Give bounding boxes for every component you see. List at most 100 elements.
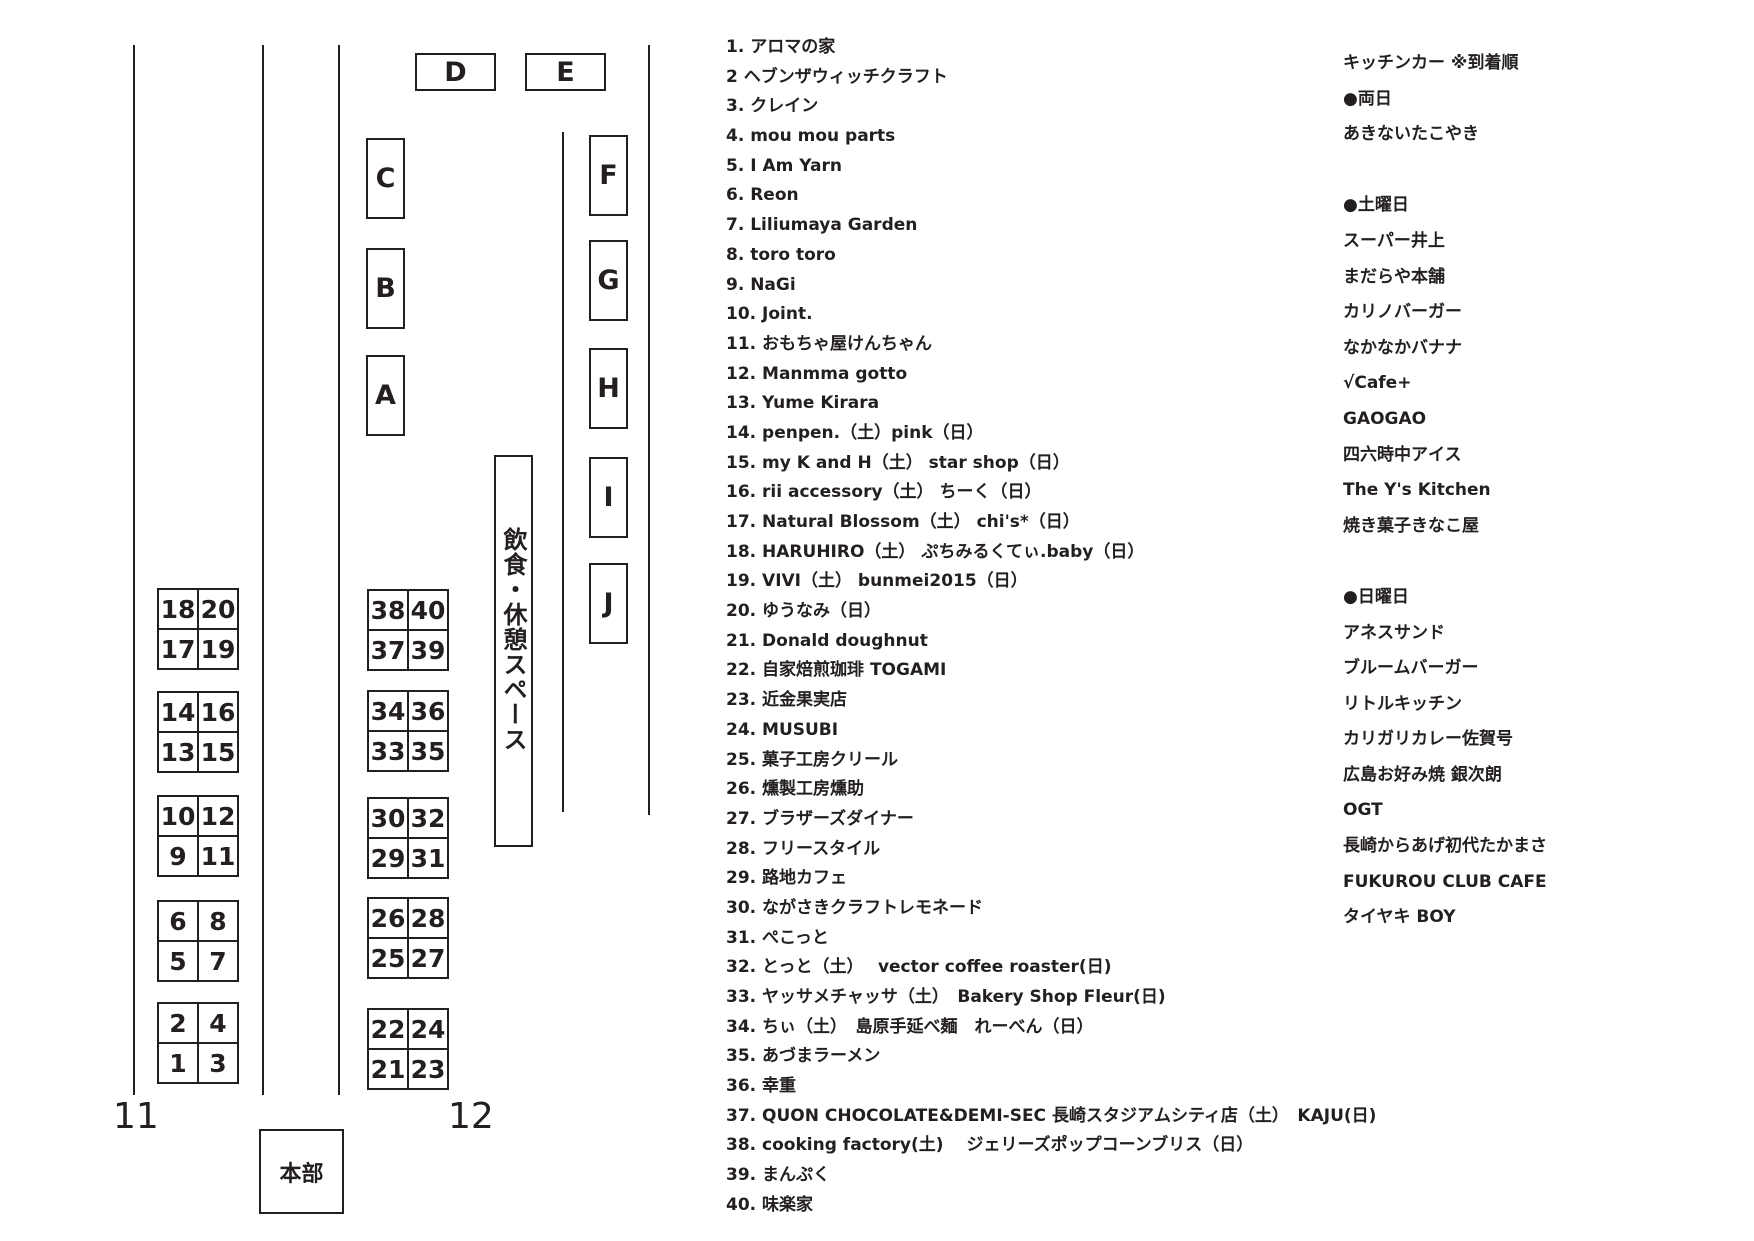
booth-f: F [589,135,628,216]
vendor-item: 4. mou mou parts [726,126,896,147]
vendor-item: 27. ブラザーズダイナー [726,808,914,829]
booth-number-6: 6 [157,900,199,942]
booth-number-20: 20 [197,588,239,630]
vendor-item: 3. クレイン [726,96,819,117]
booth-i: I [589,457,628,538]
rest-area: 飲食・休憩スペース [494,455,533,847]
vendor-item: 10. Joint. [726,304,813,325]
booth-number-33: 33 [367,730,409,772]
booth-number-23: 23 [407,1048,449,1090]
booth-number-7: 7 [197,940,239,982]
vendor-item: 36. 幸重 [726,1076,797,1097]
booth-number-27: 27 [407,937,449,979]
vendor-item: 8. toro toro [726,244,836,265]
booth-number-1: 1 [157,1042,199,1084]
vendor-item: 7. Liliumaya Garden [726,215,918,236]
vendor-item: 34. ちぃ（土） 島原手延べ麺 れーべん（日） [726,1016,1094,1037]
road-line-11 [133,45,135,1095]
vendor-item: 19. VIVI（土） bunmei2015（日） [726,571,1028,592]
vendor-item: 18. HARUHIRO（土） ぷちみるくてぃ.baby（日） [726,541,1145,562]
vendor-item: 22. 自家焙煎珈琲 TOGAMI [726,660,947,681]
booth-h: H [589,348,628,429]
vendor-item: 25. 菓子工房クリール [726,749,899,770]
vendor-item: 40. 味楽家 [726,1194,814,1215]
booth-number-5: 5 [157,940,199,982]
booth-j: J [589,563,628,644]
booth-number-25: 25 [367,937,409,979]
booth-number-8: 8 [197,900,239,942]
booth-number-35: 35 [407,730,449,772]
booth-number-22: 22 [367,1008,409,1050]
booth-number-32: 32 [407,797,449,839]
vendor-item: 37. QUON CHOCOLATE&DEMI-SEC 長崎スタジアムシティ店（… [726,1105,1377,1126]
kitchen-car-item: なかなかバナナ [1343,337,1462,358]
kitchen-car-item: カリノバーガー [1343,302,1462,323]
vendor-item: 33. ヤッサメチャッサ（土） Bakery Shop Fleur(日) [726,987,1166,1007]
booth-number-13: 13 [157,731,199,773]
kitchen-car-item: ブルームバーガー [1343,658,1479,679]
road-label-11: 11 [113,1096,159,1137]
vendor-item: 9. NaGi [726,274,796,295]
vendor-item: 31. ぺこっと [726,927,829,948]
booth-c: C [366,138,405,219]
booth-number-37: 37 [367,629,409,671]
kitchen-car-item: リトルキッチン [1343,693,1462,714]
booth-number-16: 16 [197,691,239,733]
kitchen-car-item: GAOGAO [1343,408,1427,429]
vendor-item: 2 ヘブンザウィッチクラフト [726,66,948,87]
kitchen-car-item: 長崎からあげ初代たかまさ [1343,836,1547,857]
kitchen-car-item: カリガリカレー佐賀号 [1343,729,1513,750]
kitchen-car-item: まだらや本舗 [1343,266,1445,287]
aisle-line-right-inner [562,132,564,812]
vendor-item: 1. アロマの家 [726,37,836,57]
vendor-item: 39. まんぷく [726,1165,831,1186]
vendor-item: 29. 路地カフェ [726,868,848,889]
vendor-item: 13. Yume Kirara [726,393,880,414]
booth-number-30: 30 [367,797,409,839]
headquarters-box: 本部 [259,1129,344,1214]
kitchen-car-item: キッチンカー ※到着順 [1343,53,1519,73]
kitchen-car-item: スーパー井上 [1343,230,1445,251]
booth-number-10: 10 [157,795,199,837]
aisle-line-left [262,45,264,1095]
kitchen-car-item: ●両日 [1343,88,1392,109]
vendor-item: 6. Reon [726,185,799,206]
vendor-item: 11. おもちゃ屋けんちゃん [726,333,933,354]
booth-number-15: 15 [197,731,239,773]
kitchen-car-item: アネスサンド [1343,622,1445,643]
booth-number-36: 36 [407,690,449,732]
aisle-line-right-outer [648,45,650,815]
booth-e: E [525,53,606,91]
booth-number-38: 38 [367,589,409,631]
kitchen-car-item [1343,153,1547,189]
booth-number-14: 14 [157,691,199,733]
kitchen-car-item: ●土曜日 [1343,195,1409,216]
booth-d: D [415,53,496,91]
booth-number-11: 11 [197,835,239,877]
booth-number-21: 21 [367,1048,409,1090]
booth-a: A [366,355,405,436]
kitchen-car-item: FUKUROU CLUB CAFE [1343,871,1547,892]
kitchen-car-item [1343,544,1547,580]
booth-number-4: 4 [197,1002,239,1044]
booth-number-17: 17 [157,628,199,670]
booth-number-39: 39 [407,629,449,671]
kitchen-car-list: キッチンカー ※到着順●両日あきないたこやき●土曜日スーパー井上まだらや本舗カリ… [1343,46,1547,936]
booth-number-29: 29 [367,837,409,879]
booth-number-24: 24 [407,1008,449,1050]
kitchen-car-item: 四六時中アイス [1343,444,1462,465]
vendor-item: 28. フリースタイル [726,838,881,859]
vendor-item: 14. penpen.（土）pink（日） [726,422,984,443]
booth-number-26: 26 [367,897,409,939]
booth-number-9: 9 [157,835,199,877]
booth-number-34: 34 [367,690,409,732]
booth-number-40: 40 [407,589,449,631]
booth-b: B [366,248,405,329]
booth-number-2: 2 [157,1002,199,1044]
road-label-12: 12 [448,1096,494,1137]
vendor-item: 15. my K and H（土） star shop（日） [726,452,1070,473]
kitchen-car-item: 広島お好み焼 銀次朗 [1343,764,1502,785]
vendor-item: 38. cooking factory(土) ジェリーズポップコーンブリス（日） [726,1135,1254,1156]
kitchen-car-item: あきないたこやき [1343,124,1479,145]
booth-number-19: 19 [197,628,239,670]
